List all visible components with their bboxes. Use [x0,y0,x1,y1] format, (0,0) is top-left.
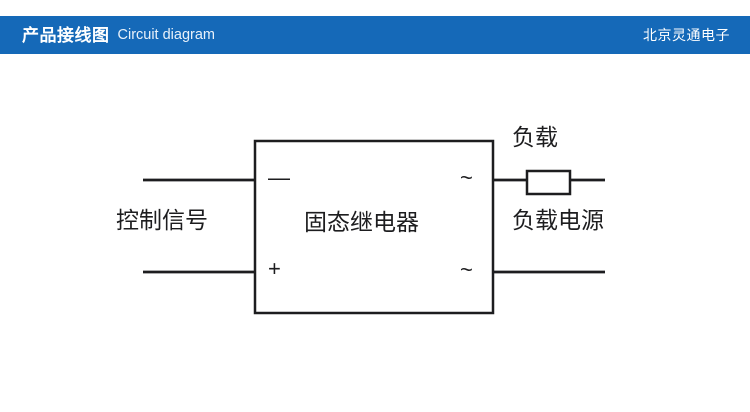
label-solid-state-relay: 固态继电器 [304,209,419,235]
terminal-ac-top-symbol: ~ [460,165,473,190]
page-title-en: Circuit diagram [117,26,216,43]
load-resistor-symbol [525,169,572,196]
relay-block-rect [253,139,495,315]
header-title-group: 产品接线图 Circuit diagram [22,16,215,54]
label-load: 负载 [512,124,558,150]
terminal-negative-symbol: — [268,165,290,190]
header-bar: 产品接线图 Circuit diagram 北京灵通电子 [0,16,750,54]
label-load-power: 负载电源 [512,207,604,233]
page-title-cn: 产品接线图 [22,25,110,45]
terminal-ac-bottom-symbol: ~ [460,257,473,282]
brand-label: 北京灵通电子 [643,27,730,43]
diagram-svg [143,139,605,315]
circuit-diagram: — + ~ ~ 控制信号 固态继电器 负载 负载电源 [0,54,750,412]
label-control-signal: 控制信号 [116,207,208,233]
terminal-positive-symbol: + [268,256,281,281]
